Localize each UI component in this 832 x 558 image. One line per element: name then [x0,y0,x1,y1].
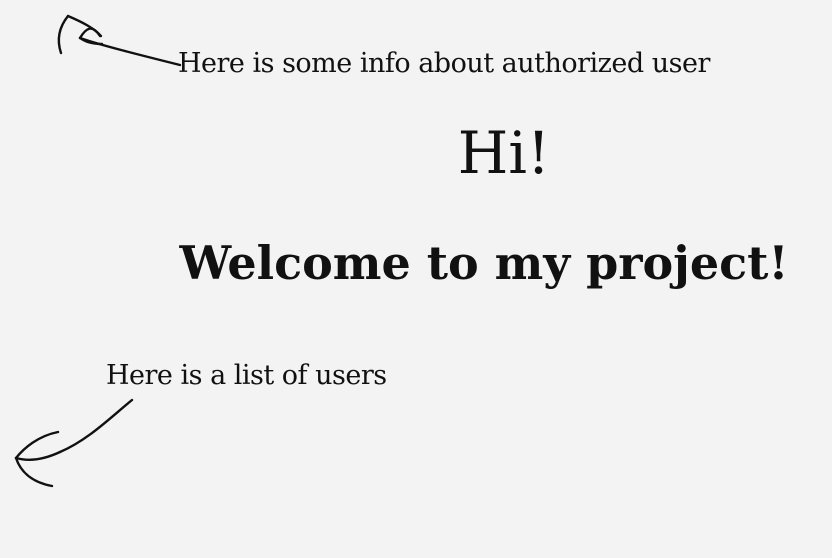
welcome-heading: Welcome to my project! [179,236,789,290]
greeting-heading: Hi! [457,119,551,187]
authorized-user-info-note: Here is some info about authorized user [178,48,710,79]
user-list-note: Here is a list of users [106,360,387,391]
